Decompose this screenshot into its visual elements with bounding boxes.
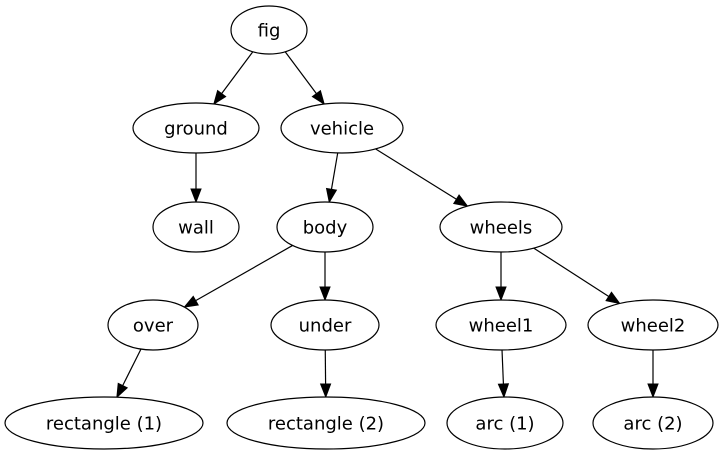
edge-fig-ground xyxy=(213,51,254,106)
edge-line xyxy=(375,148,457,200)
node-label: body xyxy=(303,217,348,238)
arrowhead-icon xyxy=(495,286,507,302)
node-wheel2: wheel2 xyxy=(587,299,719,351)
node-label: ground xyxy=(164,118,228,139)
node-vehicle: vehicle xyxy=(280,102,404,154)
node-wall: wall xyxy=(152,201,240,253)
node-ground: ground xyxy=(132,102,260,154)
edge-body-over xyxy=(183,244,293,308)
node-label: rectangle (1) xyxy=(46,413,162,434)
arrowhead-icon xyxy=(647,383,659,399)
edge-ground-wall xyxy=(190,153,202,204)
edge-line xyxy=(284,51,317,95)
node-over: over xyxy=(107,299,199,351)
node-ellipse xyxy=(435,299,567,351)
arrowhead-icon xyxy=(319,383,332,399)
node-label: rectangle (2) xyxy=(268,413,384,434)
node-ellipse xyxy=(446,396,564,450)
edge-fig-vehicle xyxy=(284,51,326,106)
node-body: body xyxy=(276,201,374,253)
node-fig: fig xyxy=(230,5,308,55)
node-ellipse xyxy=(276,201,374,253)
node-arc1: arc (1) xyxy=(446,396,564,450)
edge-line xyxy=(122,348,142,386)
node-ellipse xyxy=(280,102,404,154)
node-wheel1: wheel1 xyxy=(435,299,567,351)
edge-line xyxy=(501,349,505,385)
node-label: over xyxy=(133,315,174,336)
edge-over-rectangle1 xyxy=(116,348,142,399)
node-ellipse xyxy=(592,396,714,450)
edge-wheels-wheel1 xyxy=(495,252,507,302)
node-arc2: arc (2) xyxy=(592,396,714,450)
arrowhead-icon xyxy=(311,89,326,106)
node-rectangle1: rectangle (1) xyxy=(4,396,204,450)
node-ellipse xyxy=(230,5,308,55)
edge-line xyxy=(221,51,254,94)
node-ellipse xyxy=(587,299,719,351)
edge-vehicle-wheels xyxy=(375,148,469,207)
arrowhead-icon xyxy=(497,383,510,399)
node-ellipse xyxy=(107,299,199,351)
edge-line xyxy=(195,244,293,302)
node-ellipse xyxy=(226,396,426,450)
node-label: wheel2 xyxy=(621,315,686,336)
arrowhead-icon xyxy=(325,187,338,204)
node-ellipse xyxy=(152,201,240,253)
node-label: under xyxy=(299,315,352,336)
node-wheels: wheels xyxy=(439,201,563,253)
arrowhead-icon xyxy=(452,194,469,207)
arrowhead-icon xyxy=(213,89,227,106)
edge-wheel2-arc2 xyxy=(647,350,659,399)
node-ellipse xyxy=(132,102,260,154)
node-ellipse xyxy=(439,201,563,253)
edge-wheels-wheel2 xyxy=(533,247,621,305)
node-label: vehicle xyxy=(310,118,374,139)
edge-line xyxy=(533,247,610,297)
node-ellipse xyxy=(4,396,204,450)
arrowhead-icon xyxy=(319,286,331,302)
arrowhead-icon xyxy=(116,382,129,399)
node-label: arc (2) xyxy=(623,413,682,434)
arrowhead-icon xyxy=(605,291,621,305)
edge-body-under xyxy=(319,252,331,302)
arrowhead-icon xyxy=(190,188,202,204)
node-label: wheels xyxy=(470,217,533,238)
node-label: arc (1) xyxy=(475,413,534,434)
node-rectangle2: rectangle (2) xyxy=(226,396,426,450)
edge-vehicle-body xyxy=(325,152,339,204)
node-label: wall xyxy=(178,217,214,238)
arrowhead-icon xyxy=(183,295,199,308)
edge-wheel1-arc1 xyxy=(497,349,510,399)
node-under: under xyxy=(270,299,380,351)
node-label: fig xyxy=(258,20,281,41)
edge-line xyxy=(330,152,339,190)
edge-under-rectangle2 xyxy=(319,349,332,399)
node-label: wheel1 xyxy=(469,315,534,336)
node-ellipse xyxy=(270,299,380,351)
